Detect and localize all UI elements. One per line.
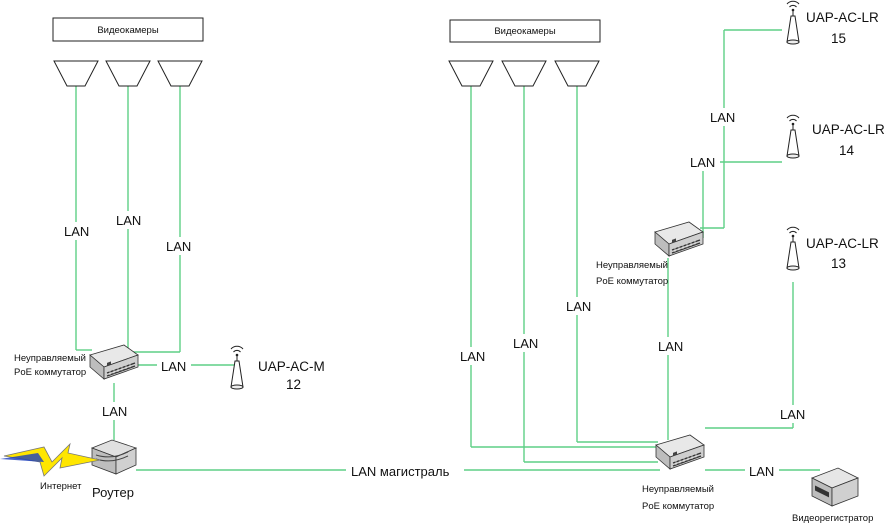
lan-label: LAN [710, 110, 735, 125]
switch-label: Неуправляемый [596, 260, 668, 271]
lan-label: LAN [64, 224, 89, 239]
trunk-label: LAN магистраль [351, 464, 450, 479]
switch-label: PoE коммутатор [642, 501, 714, 512]
lan-label: LAN [513, 336, 538, 351]
poe-switch-upper [654, 221, 704, 257]
lan-label: LAN [566, 299, 591, 314]
lan-label: LAN [116, 213, 141, 228]
lan-label: LAN [166, 239, 191, 254]
camera-icon [554, 60, 600, 87]
ap-model: UAP-AC-LR [806, 236, 879, 251]
ap-number: 15 [831, 31, 846, 46]
cameras-label: Видеокамеры [494, 26, 555, 37]
camera-group-right: Видеокамеры [448, 19, 601, 87]
switch-label: Неуправляемый [14, 353, 86, 364]
cameras-label: Видеокамеры [97, 25, 158, 36]
ap-model: UAP-AC-LR [812, 122, 885, 137]
camera-icon [157, 60, 203, 87]
camera-icon [501, 60, 547, 87]
access-point-icon [786, 0, 800, 45]
router-label: Роутер [92, 485, 134, 500]
switch-label: PoE коммутатор [14, 367, 86, 378]
poe-switch-left [89, 344, 139, 380]
lan-labels: LAN LAN LAN LAN LAN LAN магистраль LAN L… [60, 108, 810, 480]
ap-number: 13 [831, 256, 846, 271]
lan-label: LAN [690, 155, 715, 170]
poe-switch-right [655, 434, 705, 470]
internet-label: Интернет [40, 481, 82, 492]
lan-label: LAN [460, 349, 485, 364]
camera-icon [105, 60, 151, 87]
switch-label: PoE коммутатор [596, 276, 668, 287]
dvr-label: Видеорегистратор [792, 513, 873, 524]
access-point-icon [786, 114, 800, 159]
lan-label: LAN [161, 359, 186, 374]
access-point-icon [230, 345, 244, 390]
internet-bolt-icon [0, 442, 101, 477]
lan-label: LAN [102, 404, 127, 419]
lan-label: LAN [658, 339, 683, 354]
ap-number: 12 [286, 377, 301, 392]
access-point-icon [786, 226, 800, 271]
camera-icon [53, 60, 99, 87]
lan-label: LAN [749, 464, 774, 479]
lan-label: LAN [780, 407, 805, 422]
ap-number: 14 [839, 143, 855, 158]
camera-icon [448, 60, 494, 87]
dvr-icon [811, 467, 859, 507]
switch-label: Неуправляемый [642, 484, 714, 495]
camera-group-left: Видеокамеры [52, 17, 204, 87]
ap-model: UAP-AC-LR [806, 10, 879, 25]
router-icon [90, 439, 138, 475]
ap-model: UAP-AC-M [258, 359, 325, 374]
